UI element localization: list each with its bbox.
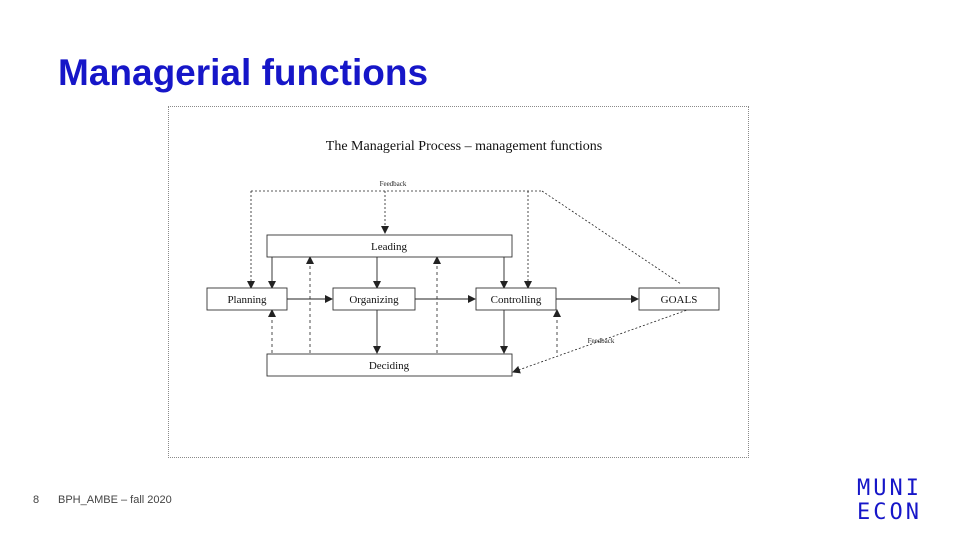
- node-deciding: Deciding: [266, 353, 513, 377]
- diagram-figure: The Managerial Process – management func…: [168, 106, 749, 458]
- svg-text:Organizing: Organizing: [349, 294, 399, 306]
- muni-econ-logo: MUNI ECON: [857, 477, 929, 525]
- svg-text:GOALS: GOALS: [661, 294, 698, 306]
- node-leading: Leading: [266, 234, 513, 258]
- flow-arrows: [268, 257, 639, 354]
- deciding-links: [268, 256, 561, 353]
- feedback-label-top: Feedback: [380, 180, 407, 188]
- footer-course-label: BPH_AMBE – fall 2020: [58, 494, 172, 506]
- svg-text:Deciding: Deciding: [369, 360, 410, 372]
- feedback-loop-top: [247, 190, 691, 374]
- node-controlling: Controlling: [475, 287, 557, 311]
- node-organizing: Organizing: [332, 287, 416, 311]
- svg-text:Planning: Planning: [227, 294, 267, 306]
- diagram-title: The Managerial Process – management func…: [326, 139, 602, 154]
- slide-title: Managerial functions: [58, 52, 429, 93]
- logo-line-1: MUNI: [857, 476, 922, 501]
- logo-line-2: ECON: [857, 500, 922, 525]
- feedback-label-right: Feedback: [588, 337, 615, 345]
- node-planning: Planning: [206, 287, 288, 311]
- svg-text:Leading: Leading: [371, 241, 408, 253]
- node-goals: GOALS: [638, 287, 720, 311]
- svg-text:Controlling: Controlling: [491, 294, 542, 306]
- page-number: 8: [33, 494, 40, 506]
